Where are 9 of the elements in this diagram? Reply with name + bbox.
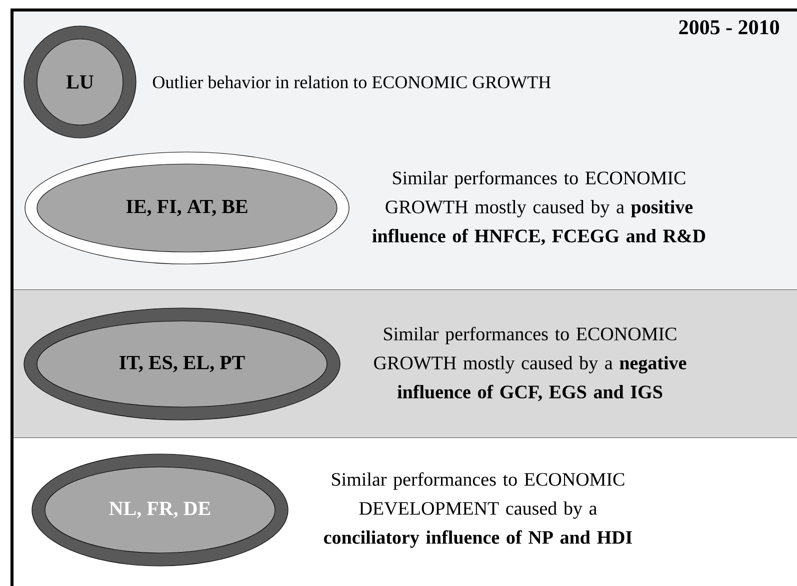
ellipse-node: IT, ES, EL, PT [24, 308, 340, 420]
description-text: Similar performances to ECONOMIC GROWTH mostly caused by a negative influence of GCF, EGS and IGS [374, 326, 686, 402]
ellipse-node: LU [24, 26, 136, 138]
ellipse-node: NL, FR, DE [32, 454, 288, 566]
description-text: Similar performances to ECONOMIC DEVELOPMENT caused by a conciliatory influence of NP and HDI [324, 472, 632, 548]
ellipse-node: IE, FI, AT, BE [24, 152, 350, 264]
description-text: Similar performances to ECONOMIC GROWTH mostly caused by a positive influence of HNFCE, FCEGG and R&D [372, 170, 706, 246]
period-heading: 2005 - 2010 [679, 20, 780, 34]
description-text: Outlier behavior in relation to ECONOMIC GROWTH [152, 76, 551, 88]
